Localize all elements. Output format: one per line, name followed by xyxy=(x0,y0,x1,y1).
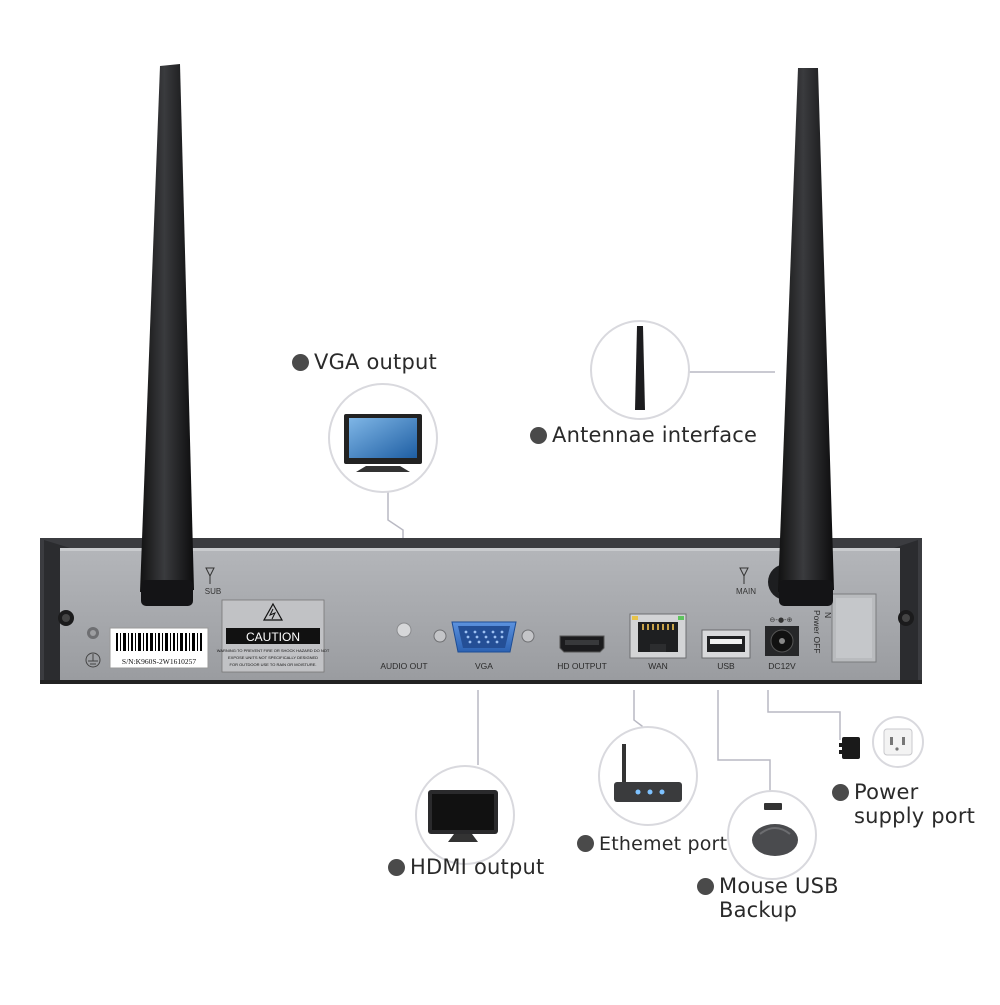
dc12v-power-jack: ⊖-●-⊕ xyxy=(765,616,799,656)
ethernet-port-callout: Ethemet port xyxy=(577,833,727,855)
vga-output-text: VGA output xyxy=(314,350,437,374)
hdmi-port xyxy=(559,635,605,653)
caution-fine-print-3: FOR OUTDOOR USE TO RAIN OR MOISTURE. xyxy=(230,662,317,667)
sub-antenna xyxy=(140,64,194,606)
polarity-symbol-icon: ⊖-●-⊕ xyxy=(770,616,793,624)
power-switch-plate xyxy=(831,593,877,663)
ethernet-port-text: Ethemet port xyxy=(599,833,728,855)
sub-antenna-label: SUB xyxy=(205,587,221,596)
usb-port xyxy=(701,629,751,659)
bullet-dot-icon xyxy=(697,878,714,895)
main-antenna xyxy=(768,68,834,606)
bullet-dot-icon xyxy=(388,859,405,876)
main-antenna-label: MAIN xyxy=(736,587,756,596)
caution-fine-print-1: WARNING:TO PREVENT FIRE OR SHOCK HAZARD … xyxy=(217,648,330,653)
hd-output-label: HD OUTPUT xyxy=(557,661,607,671)
vga-output-callout: VGA output xyxy=(292,350,437,374)
power-callout-line xyxy=(767,690,841,740)
switch-on-label: N xyxy=(823,612,833,618)
bullet-dot-icon xyxy=(832,784,849,801)
wan-ethernet-port xyxy=(629,613,687,659)
router-bubble xyxy=(598,726,698,826)
antenna-interface-text: Antennae interface xyxy=(552,423,758,447)
wan-label: WAN xyxy=(648,661,668,671)
main-antenna-marking xyxy=(739,567,749,584)
power-switch-label: Power OFF xyxy=(812,610,822,653)
audio-out-jack xyxy=(396,622,412,638)
warning-triangle-icon xyxy=(262,602,284,621)
antenna-bubble xyxy=(590,320,690,420)
caution-heading: CAUTION xyxy=(246,630,300,644)
vga-callout-line xyxy=(387,488,404,540)
hdmi-output-callout: HDMI output xyxy=(388,855,544,879)
vga-port xyxy=(433,621,535,653)
ground-symbol-icon xyxy=(85,652,101,668)
serial-label: S/N:K960S-2W1610257 xyxy=(109,627,209,669)
callout-lines xyxy=(387,371,841,800)
caution-label: CAUTION WARNING:TO PREVENT FIRE OR SHOCK… xyxy=(217,599,330,673)
bullet-dot-icon xyxy=(530,427,547,444)
mouse-usb-text-line2: Backup xyxy=(719,898,798,922)
usb-callout-line xyxy=(717,690,771,800)
power-supply-callout: Power supply port xyxy=(832,780,975,828)
lightning-bolt-icon xyxy=(268,608,277,620)
wall-socket-bubble xyxy=(872,716,924,768)
vga-monitor-bubble xyxy=(328,383,438,493)
sub-antenna-marking xyxy=(205,567,215,584)
mouse-bubble xyxy=(727,790,817,880)
power-supply-text-line1: Power xyxy=(854,780,919,804)
bullet-dot-icon xyxy=(577,835,594,852)
vga-port-label: VGA xyxy=(475,661,493,671)
hdmi-monitor-bubble xyxy=(415,765,515,865)
bullet-dot-icon xyxy=(292,354,309,371)
usb-label: USB xyxy=(717,661,735,671)
serial-number-text: S/N:K960S-2W1610257 xyxy=(122,657,196,666)
power-supply-text-line2: supply port xyxy=(854,804,976,828)
antenna-interface-callout: Antennae interface xyxy=(530,423,757,447)
caution-fine-print-2: EXPOSE UNITS NOT SPECIFICALLY DESIGNED xyxy=(228,655,318,660)
dc12v-label: DC12V xyxy=(768,661,796,671)
mouse-usb-text-line1: Mouse USB xyxy=(719,874,839,898)
power-adapter-icon xyxy=(839,737,860,759)
audio-out-label: AUDIO OUT xyxy=(380,661,427,671)
mouse-usb-callout: Mouse USB Backup xyxy=(697,874,839,922)
panel-screws xyxy=(58,610,914,639)
hdmi-output-text: HDMI output xyxy=(410,855,545,879)
